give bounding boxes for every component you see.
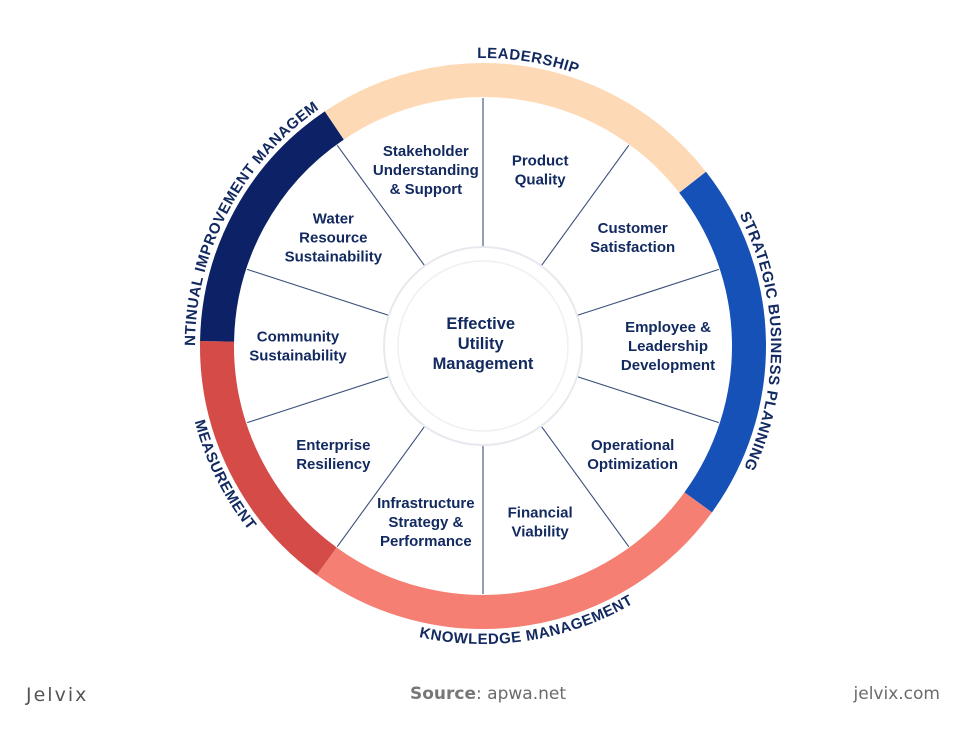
segment-label-line: Viability xyxy=(512,523,570,540)
source-value: : apwa.net xyxy=(476,684,566,704)
segment-label-line: Resiliency xyxy=(296,456,371,473)
segment-label-line: Sustainability xyxy=(249,348,347,365)
segment-label-line: Resource xyxy=(299,229,367,246)
source-note: Source: apwa.net xyxy=(410,684,566,704)
segment-label-line: Community xyxy=(257,329,340,346)
segment-label-line: Operational xyxy=(591,437,674,454)
segment-label-line: Development xyxy=(621,357,715,374)
segment-label-line: Infrastructure xyxy=(377,495,475,512)
ring-arc-measurement xyxy=(200,341,337,575)
segment-label-line: Customer xyxy=(598,220,668,237)
segment-label-line: Understanding xyxy=(373,162,479,179)
segment-divider xyxy=(336,425,426,547)
center-title-line-3: Management xyxy=(433,355,534,373)
source-label: Source xyxy=(410,684,477,704)
segment-label-line: Strategy & xyxy=(388,514,463,531)
segment-label-line: Leadership xyxy=(628,338,708,355)
segment-divider xyxy=(576,268,720,316)
segment-label-line: Performance xyxy=(380,533,472,550)
segment-divider xyxy=(246,376,390,424)
segment-divider xyxy=(540,145,630,267)
ring-arc-strategic-business-planning xyxy=(679,171,766,513)
ring-arc-continual-improvement-management xyxy=(200,111,344,342)
center-inner-ring xyxy=(397,260,569,432)
outer-ring xyxy=(200,63,766,629)
segment-label-line: Quality xyxy=(515,172,567,189)
segment-label-line: Product xyxy=(512,153,569,170)
segment-divider xyxy=(246,268,390,316)
segment-label-line: & Support xyxy=(390,181,463,198)
segment-label-line: Enterprise xyxy=(296,437,370,454)
center-title-line-1: Effective xyxy=(446,315,515,333)
segment-label-line: Water xyxy=(313,210,354,227)
segment-label-line: Optimization xyxy=(587,456,678,473)
segment-divider xyxy=(540,425,630,547)
ring-arc-leadership xyxy=(324,63,706,193)
segment-divider xyxy=(576,376,720,424)
segment-label-line: Sustainability xyxy=(285,248,383,265)
segment-dividers xyxy=(246,98,720,594)
jelvix-logo: Jelvix xyxy=(26,684,89,706)
segment-divider xyxy=(336,145,426,267)
segment-label-line: Employee & xyxy=(625,319,711,336)
center-title-line-2: Utility xyxy=(458,335,505,353)
segment-label-line: Stakeholder xyxy=(383,143,469,160)
site-url: jelvix.com xyxy=(853,684,940,704)
segment-label-line: Satisfaction xyxy=(590,239,675,256)
ring-arc-knowledge-management xyxy=(316,492,712,629)
segment-label-line: Financial xyxy=(508,504,573,521)
center-title: Effective Utility Management xyxy=(433,315,534,373)
